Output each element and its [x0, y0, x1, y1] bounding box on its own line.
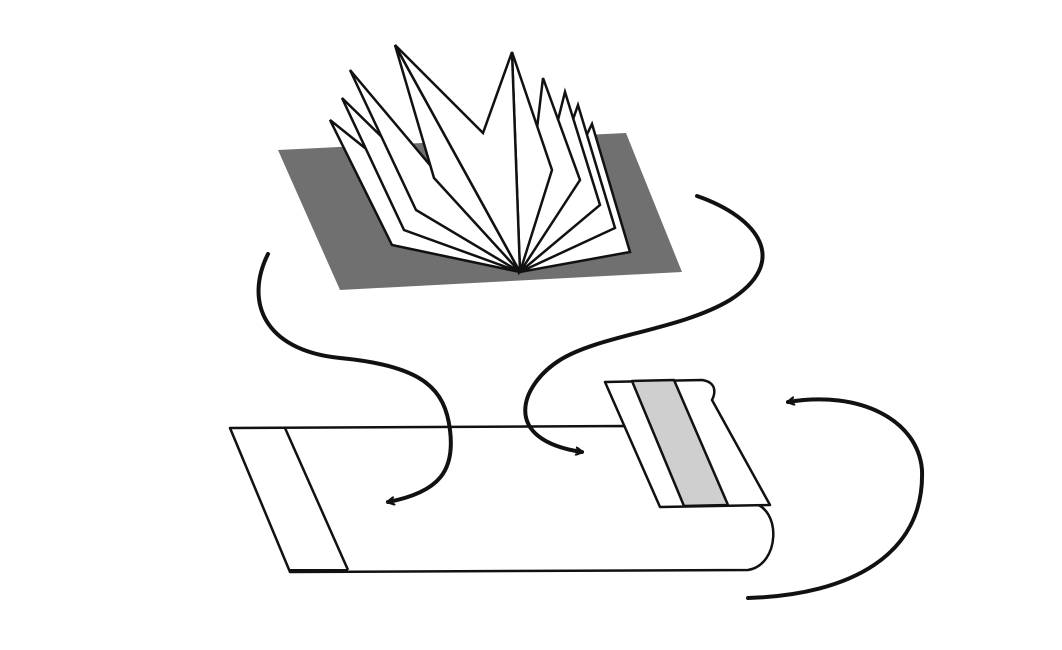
arrow-right-to-cover: [523, 194, 765, 452]
book-page-center: [393, 44, 522, 273]
open-book-icon: [328, 44, 632, 276]
arrow-return-to-spine: [746, 399, 925, 600]
arrow-left-to-cover: [256, 252, 453, 502]
spine-stripe: [630, 378, 730, 508]
cover-flap-fold: [283, 427, 350, 571]
spine-label-strip: [603, 378, 772, 509]
